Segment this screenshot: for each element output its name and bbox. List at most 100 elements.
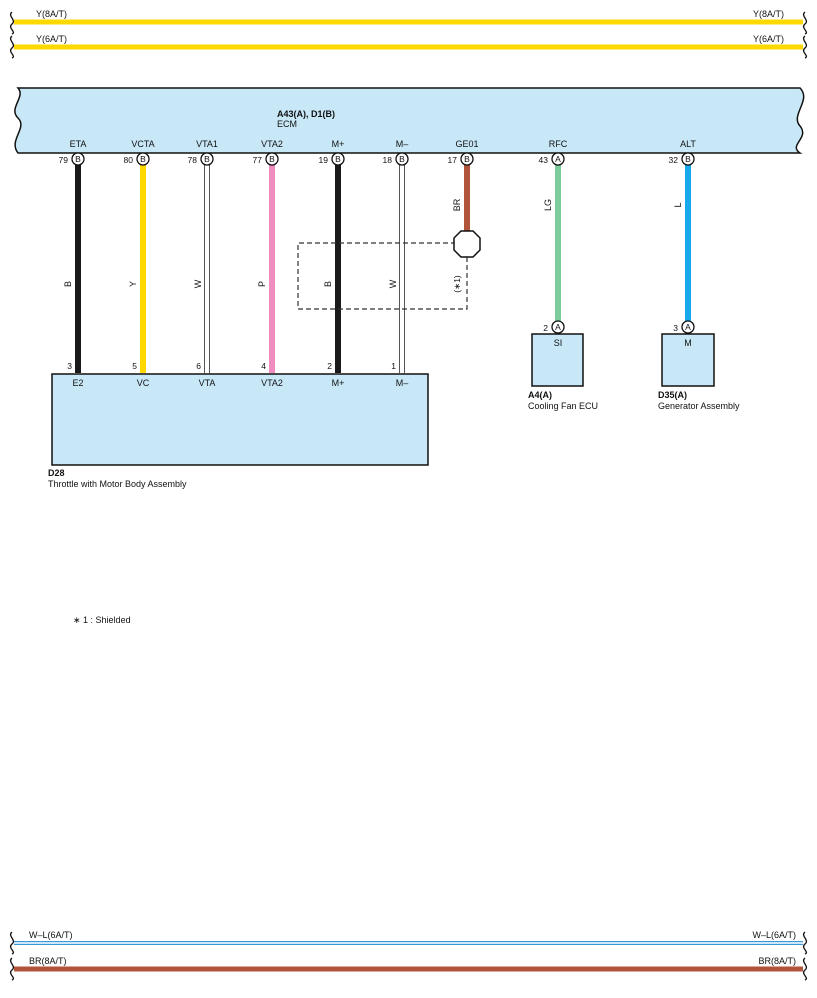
throttle-pin-2-term: VC xyxy=(137,378,150,388)
ecm-pin-8: RFC 43 A LG xyxy=(539,139,568,321)
throttle-assembly: 3 E2 5 VC 6 VTA 4 VTA2 2 M+ 1 M– D28 Thr… xyxy=(48,361,429,489)
ecm-pin-3: VTA1 78 B W xyxy=(188,139,218,373)
wire-eta-code: B xyxy=(63,281,73,287)
bottom-wire-2: BR(8A/T) BR(8A/T) xyxy=(14,956,803,972)
ecm-pin-1-connector xyxy=(71,152,85,166)
bottom-wire-2-label-left: BR(8A/T) xyxy=(29,956,67,966)
wire-rfc-code: LG xyxy=(543,199,553,211)
ecm-pin-7-conn: B xyxy=(464,154,470,164)
top-wire-1: Y(8A/T) Y(8A/T) xyxy=(14,9,803,25)
ecm-pin-9-connector xyxy=(681,152,695,166)
ecm-pin-5-term: M+ xyxy=(332,139,345,149)
ecm-pin-2: VCTA 80 B Y xyxy=(124,139,155,373)
bottom-break-marks xyxy=(9,931,808,981)
ecm-pin-5-num: 19 xyxy=(319,155,329,165)
shield: (∗1) xyxy=(297,230,481,310)
top-wire-2-label-right: Y(6A/T) xyxy=(753,34,784,44)
top-wire-2-label-left: Y(6A/T) xyxy=(36,34,67,44)
ecm-pin-9: ALT 32 B L xyxy=(669,139,696,321)
ecm-pin-8-connector xyxy=(551,152,565,166)
wire-ge01-code: BR xyxy=(452,198,462,211)
ecm-pin-3-conn: B xyxy=(204,154,210,164)
cooling-fan-ecu-body xyxy=(531,333,584,387)
ecm-pin-4-num: 77 xyxy=(253,155,263,165)
cooling-fan-term: SI xyxy=(554,338,563,348)
wire-vta1-code: W xyxy=(193,279,203,288)
throttle-pin-1-term: E2 xyxy=(72,378,83,388)
shield-dashed-outline xyxy=(297,242,468,310)
throttle-pin-3-num: 6 xyxy=(196,361,201,371)
throttle-pin-4-num: 4 xyxy=(261,361,266,371)
ecm-pin-6: M– 18 B W xyxy=(383,139,409,373)
cooling-fan-conn: A xyxy=(555,322,561,332)
throttle-name: Throttle with Motor Body Assembly xyxy=(48,479,187,489)
bottom-wire-1-label-left: W–L(6A/T) xyxy=(29,930,73,940)
wire-m-minus-code: W xyxy=(388,279,398,288)
ecm-pin-7-term: GE01 xyxy=(455,139,478,149)
ecm-pin-9-num: 32 xyxy=(669,155,679,165)
wire-vta2-code: P xyxy=(257,281,267,287)
top-break-marks xyxy=(9,11,808,59)
cooling-fan-ecu: 2 A SI A4(A) Cooling Fan ECU xyxy=(528,320,598,411)
ecm-pin-2-connector xyxy=(136,152,150,166)
throttle-pin-5-num: 2 xyxy=(327,361,332,371)
throttle-pin-6-num: 1 xyxy=(391,361,396,371)
ecm-pin-9-conn: B xyxy=(685,154,691,164)
ecm-pin-2-num: 80 xyxy=(124,155,134,165)
ecm-pin-6-num: 18 xyxy=(383,155,393,165)
ecm-pin-4-term: VTA2 xyxy=(261,139,283,149)
ecm-pin-1-term: ETA xyxy=(70,139,87,149)
throttle-code: D28 xyxy=(48,468,65,478)
ecm-name: ECM xyxy=(277,119,297,129)
ecm-pin-3-connector xyxy=(200,152,214,166)
ecm-body xyxy=(14,87,805,154)
shield-ground-octagon xyxy=(453,230,481,258)
footnote: ∗ 1 : Shielded xyxy=(73,615,131,625)
ecm-pin-2-term: VCTA xyxy=(131,139,154,149)
ecm-block: A43(A), D1(B) ECM xyxy=(14,87,805,154)
bottom-wire-2-label-right: BR(8A/T) xyxy=(758,956,796,966)
wire-alt-code: L xyxy=(673,202,683,207)
generator-pin-num: 3 xyxy=(673,323,678,333)
bottom-wire-1: W–L(6A/T) W–L(6A/T) xyxy=(14,930,803,945)
ecm-code: A43(A), D1(B) xyxy=(277,109,335,119)
generator-body xyxy=(661,333,715,387)
ecm-pin-1-num: 79 xyxy=(59,155,69,165)
generator-assembly: 3 A M D35(A) Generator Assembly xyxy=(658,320,740,411)
shield-tag: (∗1) xyxy=(452,275,462,293)
throttle-body xyxy=(51,373,429,466)
top-wire-2: Y(6A/T) Y(6A/T) xyxy=(14,34,803,50)
wire-m-plus-code: B xyxy=(323,281,333,287)
generator-term: M xyxy=(684,338,692,348)
cooling-fan-name: Cooling Fan ECU xyxy=(528,401,598,411)
ecm-pin-5-connector xyxy=(331,152,345,166)
top-wire-1-label-left: Y(8A/T) xyxy=(36,9,67,19)
ecm-pin-6-conn: B xyxy=(399,154,405,164)
ecm-pin-1: ETA 79 B B xyxy=(59,139,87,373)
throttle-pin-2-num: 5 xyxy=(132,361,137,371)
ecm-pin-4-conn: B xyxy=(269,154,275,164)
ecm-pin-5-conn: B xyxy=(335,154,341,164)
generator-name: Generator Assembly xyxy=(658,401,740,411)
throttle-pin-5-term: M+ xyxy=(332,378,345,388)
ecm-pin-5: M+ 19 B B xyxy=(319,139,345,373)
ecm-pin-6-term: M– xyxy=(396,139,409,149)
throttle-pin-6-term: M– xyxy=(396,378,409,388)
bottom-wire-1-label-right: W–L(6A/T) xyxy=(752,930,796,940)
throttle-pin-1-num: 3 xyxy=(67,361,72,371)
cooling-fan-pin-num: 2 xyxy=(543,323,548,333)
ecm-pin-3-term: VTA1 xyxy=(196,139,218,149)
ecm-pin-9-term: ALT xyxy=(680,139,696,149)
ecm-pin-7-connector xyxy=(460,152,474,166)
ecm-pin-4: VTA2 77 B P xyxy=(253,139,283,373)
ecm-pin-8-num: 43 xyxy=(539,155,549,165)
throttle-pin-3-term: VTA xyxy=(199,378,216,388)
generator-connector xyxy=(681,320,695,334)
cooling-fan-connector xyxy=(551,320,565,334)
ecm-pin-4-connector xyxy=(265,152,279,166)
ecm-pin-8-conn: A xyxy=(555,154,561,164)
generator-conn: A xyxy=(685,322,691,332)
cooling-fan-code: A4(A) xyxy=(528,390,552,400)
